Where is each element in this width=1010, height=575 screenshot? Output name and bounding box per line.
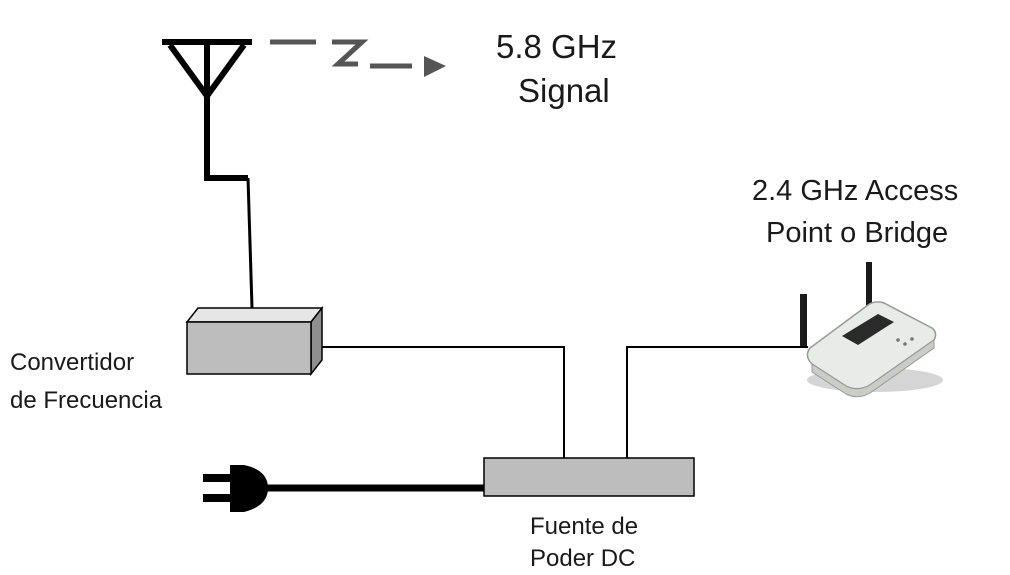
antenna-cable — [204, 96, 248, 181]
converter-label-line1: Convertidor — [10, 349, 134, 376]
dc-power-supply-box — [483, 457, 695, 497]
power-supply-label-line1: Fuente de — [530, 513, 638, 540]
access-point-label-line2: Point o Bridge — [766, 217, 948, 249]
power-supply-label-line2: Poder DC — [530, 545, 635, 572]
signal-label-line1: 5.8 GHz — [496, 28, 617, 65]
access-point-icon — [800, 262, 943, 398]
antenna-cable-lower — [246, 177, 254, 309]
converter-power-wire — [322, 346, 565, 460]
power-plug-icon — [203, 465, 268, 512]
signal-arrow — [270, 39, 446, 77]
frequency-converter-box — [185, 305, 324, 377]
ap-power-wire — [626, 346, 808, 460]
access-point-label-line1: 2.4 GHz Access — [752, 175, 958, 207]
signal-label-line2: Signal — [518, 72, 610, 109]
converter-label-line2: de Frecuencia — [10, 387, 163, 414]
antenna-icon — [162, 39, 252, 100]
